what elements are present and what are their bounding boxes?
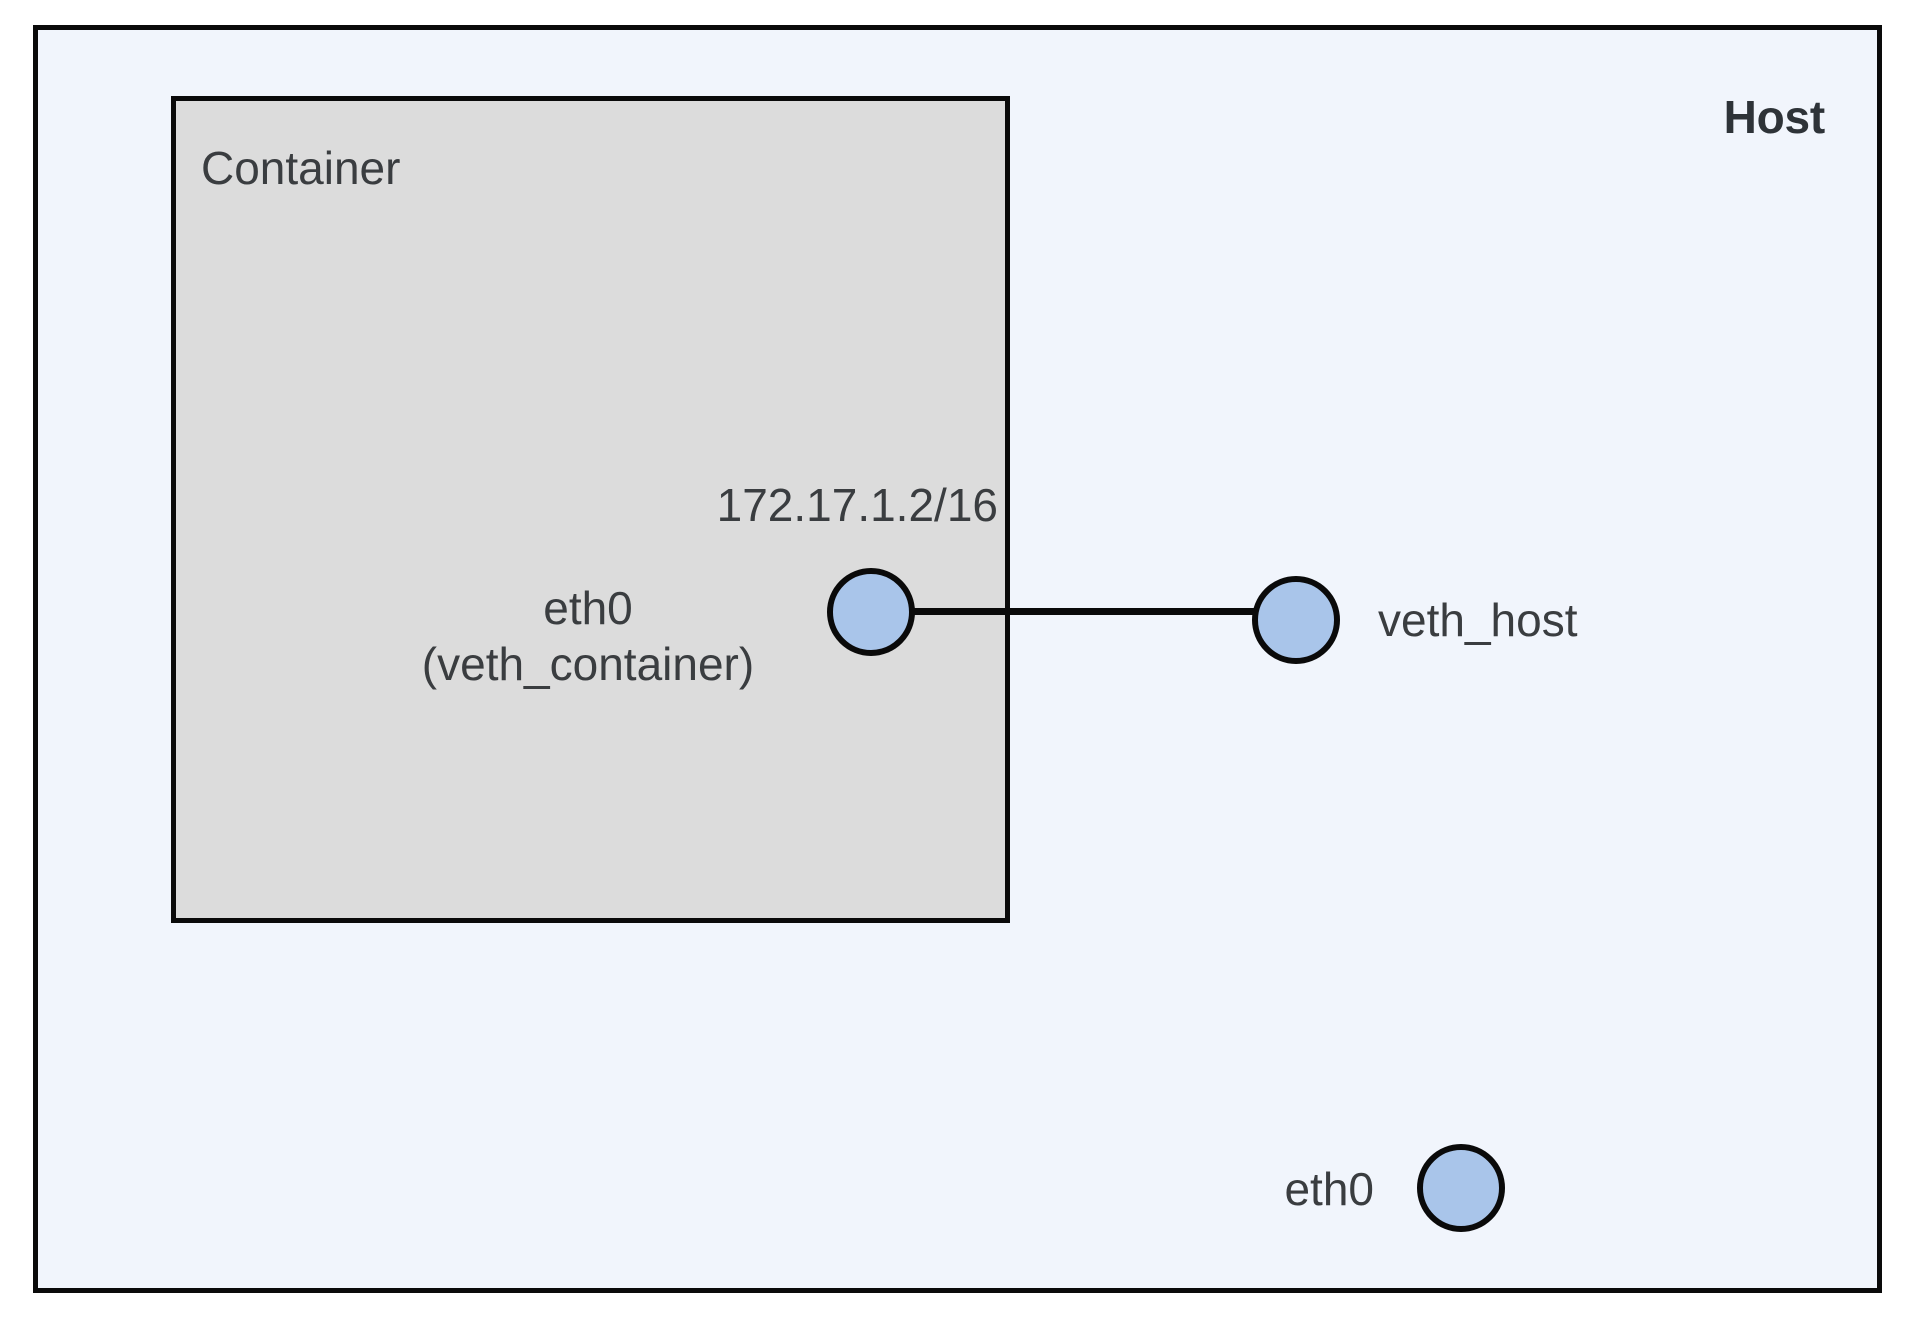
host-eth0-label: eth0 (1284, 1163, 1374, 1215)
container-boundary-box (171, 96, 1010, 923)
node-host-eth0[interactable] (1417, 1144, 1505, 1232)
container-eth0-label-line1: eth0 (543, 582, 633, 634)
container-eth0-label: eth0 (veth_container) (348, 580, 828, 692)
veth-pair-link-line (906, 608, 1266, 615)
container-eth0-label-line2: (veth_container) (421, 638, 755, 690)
host-label: Host (1723, 91, 1826, 143)
container-label: Container (201, 142, 401, 194)
veth-host-label: veth_host (1378, 594, 1578, 646)
host-boundary-box: Host Container 172.17.1.2/16 eth0 (veth_… (33, 25, 1882, 1293)
container-eth0-ip-label: 172.17.1.2/16 (716, 479, 998, 531)
node-veth-host[interactable] (1252, 576, 1340, 664)
node-veth-container[interactable] (827, 568, 915, 656)
